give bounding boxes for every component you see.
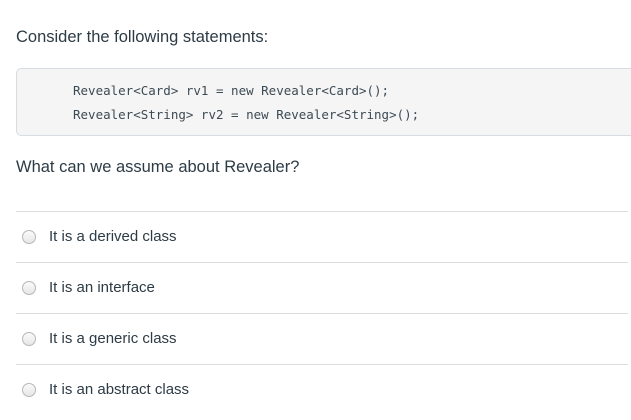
answer-option-label: It is a derived class (49, 228, 177, 245)
radio-button-icon[interactable] (22, 281, 36, 295)
radio-button-icon[interactable] (22, 332, 36, 346)
code-snippet-block: Revealer<Card> rv1 = new Revealer<Card>(… (16, 68, 631, 136)
answer-option-label: It is a generic class (49, 330, 177, 347)
answer-option-row[interactable]: It is an interface (16, 262, 628, 313)
code-line: Revealer<Card> rv1 = new Revealer<Card>(… (73, 83, 390, 98)
answer-option-row[interactable]: It is a derived class (16, 211, 628, 262)
answer-option-row[interactable]: It is a generic class (16, 313, 628, 364)
answer-option-label: It is an abstract class (49, 381, 190, 398)
question-heading: What can we assume about Revealer? (16, 158, 300, 176)
code-line: Revealer<String> rv2 = new Revealer<Stri… (73, 107, 420, 122)
radio-button-icon[interactable] (22, 383, 36, 397)
radio-button-icon[interactable] (22, 230, 36, 244)
answer-options-list: It is a derived class It is an interface… (0, 211, 631, 415)
intro-heading: Consider the following statements: (16, 28, 269, 46)
answer-option-row[interactable]: It is an abstract class (16, 364, 628, 415)
answer-option-label: It is an interface (49, 279, 155, 296)
